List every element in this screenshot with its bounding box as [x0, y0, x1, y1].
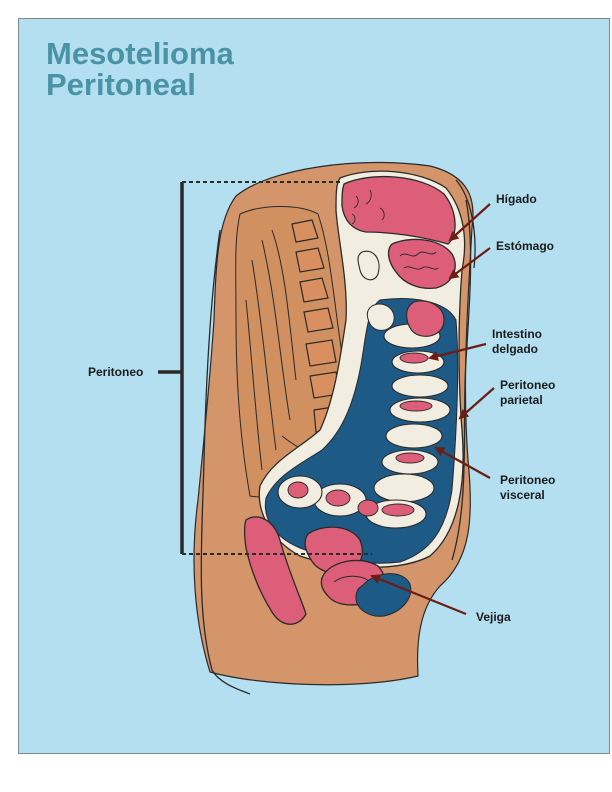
label-visceral-line2: visceral [500, 488, 545, 502]
skin-contour-front [455, 179, 476, 269]
label-parietal-line1: Peritoneo [500, 378, 555, 392]
arrow-vejiga [370, 574, 467, 616]
label-peritoneo: Peritoneo [88, 365, 143, 379]
arrow-estomago [448, 247, 491, 280]
stomach-folds [399, 251, 439, 270]
label-arrows [370, 203, 495, 616]
kidney [357, 250, 380, 281]
arrow-intestino [428, 342, 487, 361]
intestine-pink-lumen [287, 352, 433, 517]
title-line-2: Peritoneal [46, 67, 196, 102]
arrow-higado [448, 203, 491, 242]
duodenum [366, 303, 395, 331]
title-line-1: Mesotelioma [46, 36, 234, 71]
label-intestino-line2: delgado [492, 342, 538, 356]
stomach [387, 238, 456, 290]
label-visceral-line1: Peritoneo [500, 473, 555, 487]
label-estomago: Estómago [496, 239, 554, 253]
liver-texture [351, 189, 385, 225]
label-parietal-line2: parietal [500, 393, 543, 407]
rectum [243, 516, 307, 625]
pancreas [406, 300, 445, 337]
arrow-visceral [434, 447, 491, 479]
liver [341, 176, 456, 245]
figure-title: Mesotelioma Peritoneal [46, 38, 234, 100]
peritoneum-bracket [158, 181, 372, 555]
arrow-parietal [458, 387, 495, 420]
label-vejiga: Vejiga [476, 610, 511, 624]
label-higado: Hígado [496, 192, 537, 206]
pelvic-peritoneum [355, 573, 412, 617]
skin-contour-back [200, 229, 251, 695]
abdominal-wall-line [451, 199, 472, 561]
label-intestino-line1: Intestino [492, 327, 542, 341]
